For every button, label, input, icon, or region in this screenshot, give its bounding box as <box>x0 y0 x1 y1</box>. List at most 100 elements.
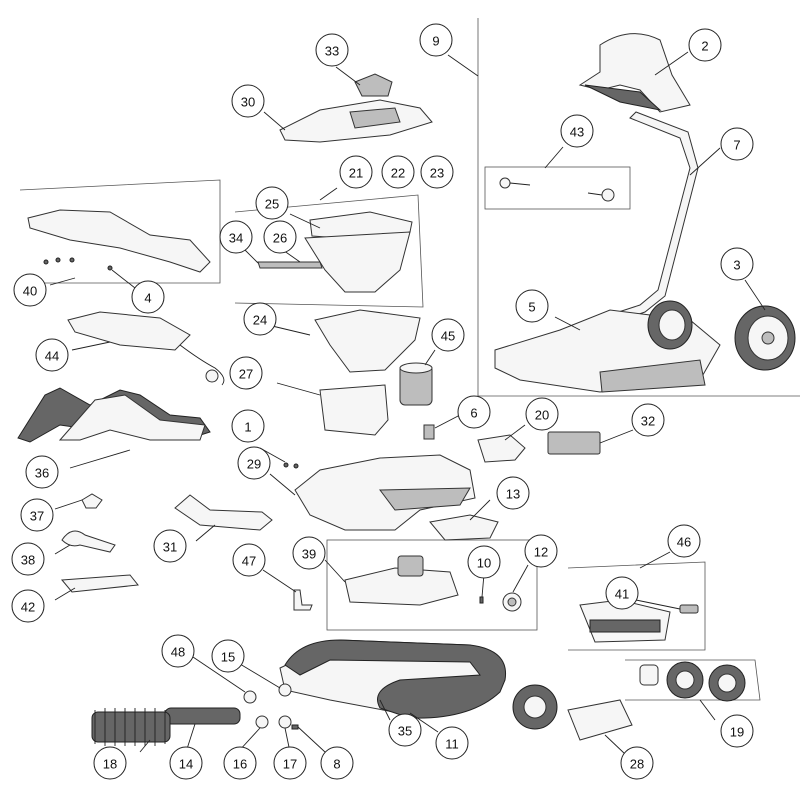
callout-number: 29 <box>247 457 261 472</box>
part-small-cap <box>423 424 435 440</box>
callout-circle <box>131 280 165 314</box>
callout-number: 32 <box>641 414 655 429</box>
callout-27: 27 <box>229 356 263 390</box>
callout-number: 6 <box>470 406 477 421</box>
callout-circle <box>467 545 501 579</box>
callout-circle <box>11 542 45 576</box>
callout-number: 20 <box>535 408 549 423</box>
part-side-bumper <box>174 494 273 531</box>
callout-29: 29 <box>237 446 271 480</box>
part-bushing-16 <box>255 715 269 729</box>
callout-22: 22 <box>381 155 415 189</box>
part-wheel-gear-1 <box>666 661 704 699</box>
callout-circle <box>161 634 195 668</box>
callout-24: 24 <box>243 302 277 336</box>
callout-number: 7 <box>733 138 740 153</box>
callout-circle <box>315 33 349 67</box>
part-handle-cap <box>354 73 393 97</box>
callout-circle <box>720 127 754 161</box>
callout-circle <box>219 220 253 254</box>
callout-circle <box>255 186 289 220</box>
part-caddy-handle-top <box>578 33 691 113</box>
callout-4: 4 <box>131 280 165 314</box>
callout-40: 40 <box>13 273 47 307</box>
callout-circle <box>435 726 469 760</box>
callout-11: 11 <box>435 726 469 760</box>
callout-number: 39 <box>302 547 316 562</box>
part-chassis-tracks <box>279 639 507 719</box>
callout-circle <box>381 155 415 189</box>
callout-circle <box>153 529 187 563</box>
callout-number: 41 <box>615 587 629 602</box>
part-brush <box>91 708 171 746</box>
callout-number: 46 <box>677 535 691 550</box>
callout-15: 15 <box>211 639 245 673</box>
callout-circle <box>524 534 558 568</box>
callout-circle <box>237 446 271 480</box>
callout-26: 26 <box>263 220 297 254</box>
callout-circle <box>211 639 245 673</box>
part-wheel-gear-2 <box>708 664 746 702</box>
part-drive-panel <box>67 311 225 386</box>
callout-number: 31 <box>163 540 177 555</box>
part-screws-43 <box>499 177 615 202</box>
callout-circle <box>388 713 422 747</box>
callout-number: 37 <box>30 509 44 524</box>
callout-circle <box>20 498 54 532</box>
part-filter-basket <box>304 231 411 293</box>
part-filter-housing <box>314 309 421 373</box>
callout-circle <box>93 746 127 780</box>
callout-number: 24 <box>253 313 267 328</box>
part-diverter <box>319 384 389 436</box>
callout-circle <box>339 155 373 189</box>
callout-number: 23 <box>430 166 444 181</box>
callout-16: 16 <box>223 746 257 780</box>
callout-number: 17 <box>283 757 297 772</box>
callout-circle <box>496 476 530 510</box>
callout-25: 25 <box>255 186 289 220</box>
callout-number: 43 <box>570 125 584 140</box>
callout-17: 17 <box>273 746 307 780</box>
callout-20: 20 <box>525 397 559 431</box>
callout-13: 13 <box>496 476 530 510</box>
callout-circle <box>231 409 265 443</box>
callout-number: 40 <box>23 284 37 299</box>
callout-number: 19 <box>730 725 744 740</box>
part-top-plate <box>27 209 211 273</box>
callout-47: 47 <box>232 543 266 577</box>
callout-circle <box>223 746 257 780</box>
callout-number: 15 <box>221 650 235 665</box>
part-screw-1 <box>283 462 299 469</box>
callout-9: 9 <box>419 23 453 57</box>
callout-41: 41 <box>605 576 639 610</box>
callout-36: 36 <box>25 455 59 489</box>
pcb-frame <box>567 561 706 651</box>
part-connector-41 <box>679 604 699 614</box>
callout-48: 48 <box>161 634 195 668</box>
callout-circle <box>263 220 297 254</box>
callout-28: 28 <box>620 746 654 780</box>
callout-number: 10 <box>477 556 491 571</box>
part-bracket-47 <box>293 589 313 611</box>
callout-8: 8 <box>320 746 354 780</box>
callout-number: 16 <box>233 757 247 772</box>
callout-3: 3 <box>720 247 754 281</box>
callout-number: 11 <box>445 737 459 752</box>
callout-31: 31 <box>153 529 187 563</box>
part-plate-42 <box>60 574 139 593</box>
callout-number: 14 <box>179 757 193 772</box>
callout-number: 1 <box>244 420 251 435</box>
callout-circle <box>231 84 265 118</box>
callout-number: 8 <box>333 757 340 772</box>
callout-21: 21 <box>339 155 373 189</box>
callout-6: 6 <box>457 395 491 429</box>
leader-lines <box>49 51 766 755</box>
callout-number: 25 <box>265 197 279 212</box>
part-bracket-38 <box>61 530 116 553</box>
callout-circle <box>420 155 454 189</box>
motor-frame <box>326 539 538 631</box>
callout-2: 2 <box>688 28 722 62</box>
part-motor-unit <box>344 555 459 606</box>
